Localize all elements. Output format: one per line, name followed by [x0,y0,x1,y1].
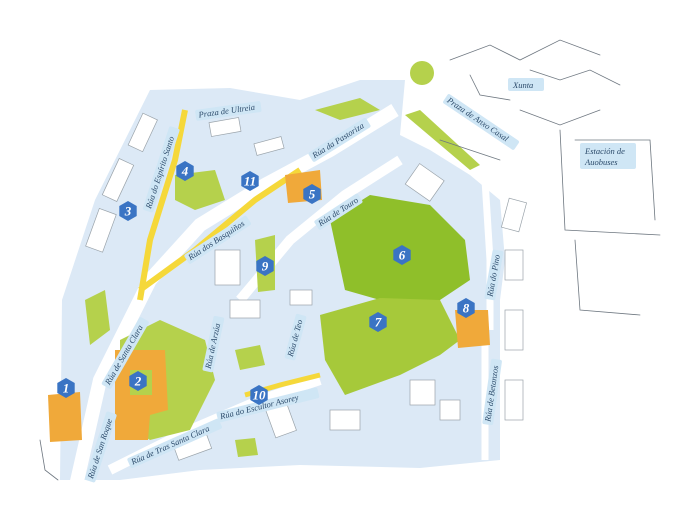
marker-9-hexagon [256,256,274,276]
marker-1[interactable]: 1 [57,378,75,398]
marker-3-hexagon [119,201,137,221]
marker-3-label: 3 [124,204,132,219]
marker-5-label: 5 [309,187,316,202]
marker-2-label: 2 [134,374,142,389]
buildings [85,112,528,461]
place-xunta-text: Xunta [512,80,533,90]
place-estacion-line1: Estación de [584,146,625,156]
park-small-2 [235,438,258,457]
marker-10-label: 10 [253,388,267,403]
place-estacion-line2: Auobuses [584,157,618,167]
marker-7-label: 7 [375,315,382,330]
marker-6-hexagon [393,245,411,265]
marker-1-label: 1 [63,381,70,396]
site-2 [115,350,168,440]
site-1 [48,392,82,442]
label-estacion: Estación de Auobuses [580,143,636,169]
sketch-lines [39,39,661,481]
marker-7[interactable]: 7 [369,312,387,332]
marker-5[interactable]: 5 [303,184,321,204]
park-roundabout [410,61,434,85]
marker-10[interactable]: 10 [250,385,268,405]
marker-8-hexagon [457,298,475,318]
highlight-espirito-santo [137,109,188,301]
marker-8-label: 8 [463,301,470,316]
marker-6[interactable]: 6 [393,245,411,265]
marker-4-label: 4 [181,164,189,179]
marker-1-hexagon [57,378,75,398]
marker-8[interactable]: 8 [457,298,475,318]
markers: 1 2 3 4 5 6 7 8 9 10 11 [57,161,475,405]
marker-2[interactable]: 2 [129,371,147,391]
marker-6-label: 6 [399,248,406,263]
marker-4[interactable]: 4 [176,161,194,181]
marker-4-hexagon [176,161,194,181]
marker-11-hexagon [241,171,259,191]
park-strip [405,110,480,170]
marker-11[interactable]: 11 [241,171,259,191]
street-anxo-casal-text: Praza de Anxo Casal [445,94,512,143]
park-top [315,98,380,120]
site-8 [455,310,490,348]
marker-2-hexagon [129,371,147,391]
label-xunta: Xunta [508,78,544,91]
park-west [85,290,110,345]
marker-9[interactable]: 9 [256,256,274,276]
road-pino [481,179,494,330]
marker-5-hexagon [303,184,321,204]
marker-7-hexagon [369,312,387,332]
marker-11-label: 11 [244,174,256,189]
marker-10-hexagon [250,385,268,405]
park-7 [320,298,460,395]
marker-3[interactable]: 3 [119,201,137,221]
park-small-1 [235,345,265,370]
marker-9-label: 9 [262,259,269,274]
park-4 [175,170,225,210]
highlight-basquinos [138,167,302,293]
